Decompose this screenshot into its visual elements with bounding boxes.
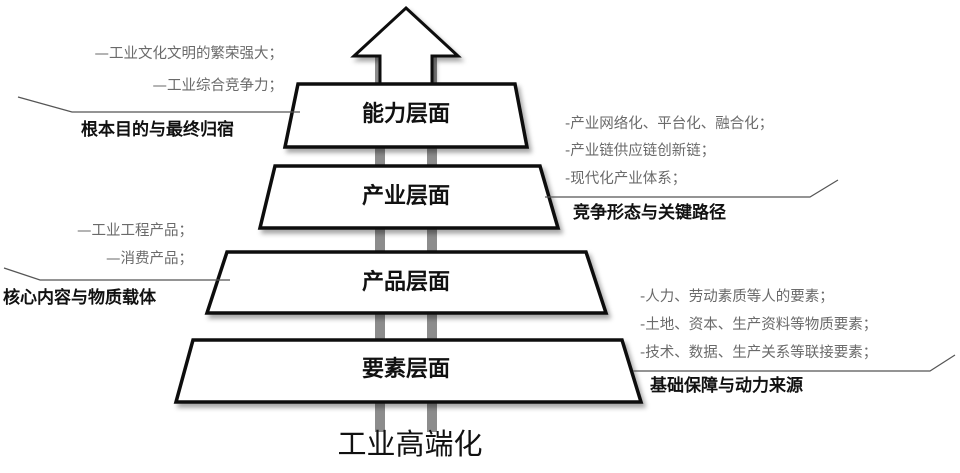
layer-capability: [282, 82, 530, 149]
industry-note-1: -产业网络化、平台化、融合化；: [565, 116, 774, 132]
industry-note-3: -现代化产业体系；: [565, 171, 687, 187]
leader-line-capability: [17, 96, 300, 113]
industry-heading: 竞争形态与关键路径: [573, 203, 726, 223]
layer-factor: [173, 338, 644, 404]
capability-heading: 根本目的与最终归宿: [81, 120, 234, 140]
up-arrow: [350, 5, 462, 90]
factor-note-3: -技术、数据、生产关系等联接要素；: [640, 345, 878, 361]
layer-label-factor: 要素层面: [361, 357, 451, 382]
capability-note-2: —工业综合竞争力；: [152, 78, 284, 94]
leader-line-factor: [633, 354, 956, 372]
capability-note-1: —工业文化文明的繁荣强大；: [94, 46, 284, 62]
product-heading: 核心内容与物质载体: [3, 288, 156, 308]
product-note-1: —工业工程产品；: [77, 223, 193, 239]
diagram-title: 工业高端化: [337, 427, 483, 461]
layer-industry: [257, 164, 561, 230]
layer-label-product: 产品层面: [361, 270, 451, 295]
factor-heading: 基础保障与动力来源: [650, 376, 803, 396]
layer-product: [204, 250, 609, 315]
leader-line-product: [3, 267, 230, 281]
layer-label-capability: 能力层面: [361, 102, 451, 127]
product-note-2: —消费产品；: [106, 251, 193, 267]
industry-note-2: -产业链供应链创新链；: [565, 143, 716, 159]
leader-line-industry: [545, 179, 839, 198]
factor-note-1: -人力、劳动素质等人的要素；: [640, 289, 834, 305]
layer-label-industry: 产业层面: [361, 184, 451, 209]
factor-note-2: -土地、资本、生产资料等物质要素；: [640, 317, 878, 333]
